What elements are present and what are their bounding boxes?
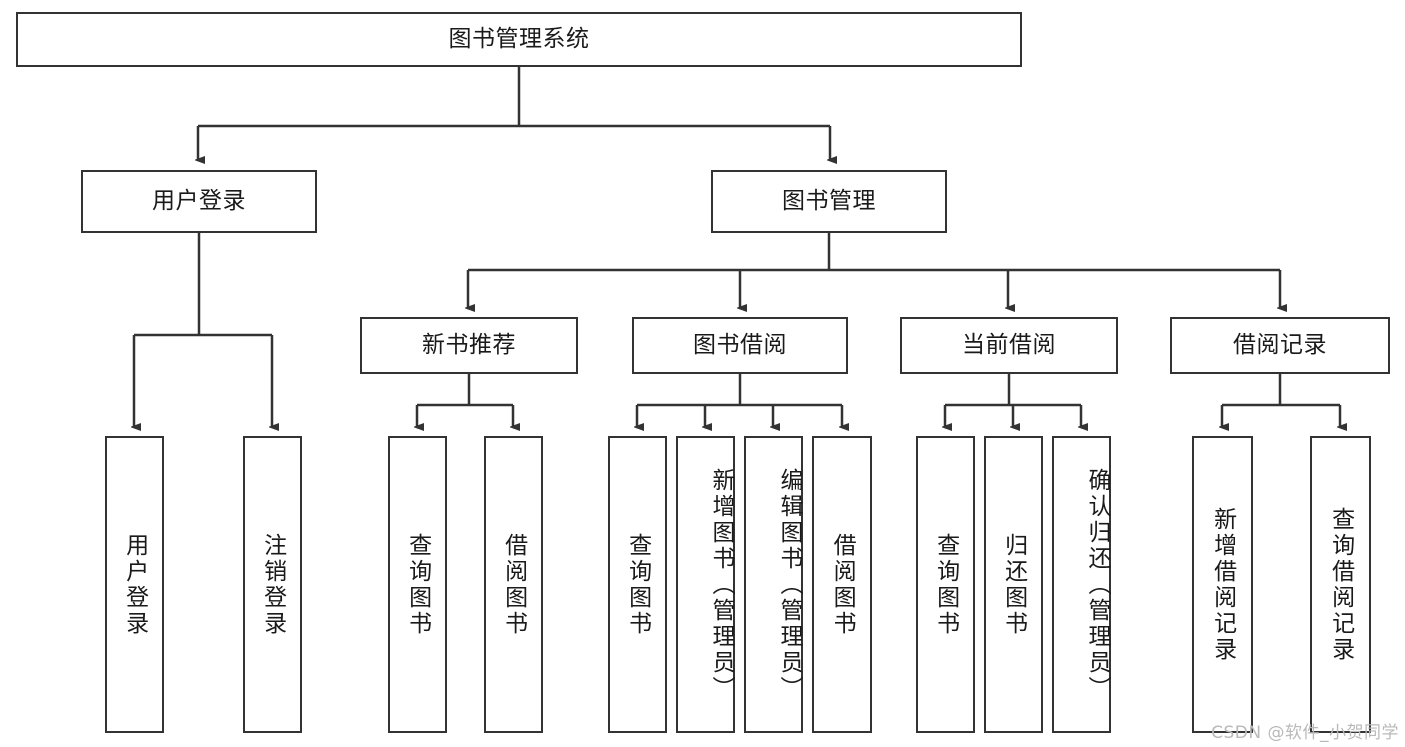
csdn-watermark: CSDN @软件_小贺同学 <box>1211 723 1399 743</box>
node-user-login[interactable]: 用户登录 <box>81 170 317 233</box>
leaf-query-borrow-record[interactable]: 查询借阅记录 <box>1310 436 1371 733</box>
leaf-borrow-book[interactable]: 借阅图书 <box>812 436 872 733</box>
node-book-borrow[interactable]: 图书借阅 <box>632 317 848 374</box>
leaf-add-borrow-record[interactable]: 新增借阅记录 <box>1192 436 1253 733</box>
leaf-query-book-current[interactable]: 查询图书 <box>916 436 975 733</box>
leaf-query-book-recommend[interactable]: 查询图书 <box>388 436 447 733</box>
node-borrow-record[interactable]: 借阅记录 <box>1170 317 1390 374</box>
leaf-return-book[interactable]: 归还图书 <box>984 436 1043 733</box>
leaf-add-book-admin[interactable]: 新增图书（管理员） <box>676 436 735 733</box>
node-current-borrow[interactable]: 当前借阅 <box>900 317 1118 374</box>
leaf-query-book[interactable]: 查询图书 <box>608 436 667 733</box>
leaf-borrow-book-recommend[interactable]: 借阅图书 <box>484 436 543 733</box>
node-new-book-recommend[interactable]: 新书推荐 <box>360 317 578 374</box>
leaf-edit-book-admin[interactable]: 编辑图书（管理员） <box>744 436 803 733</box>
leaf-user-login[interactable]: 用户登录 <box>105 436 164 733</box>
leaf-confirm-return-admin[interactable]: 确认归还（管理员） <box>1052 436 1111 733</box>
node-book-manage[interactable]: 图书管理 <box>711 170 947 233</box>
leaf-user-logout[interactable]: 注销登录 <box>243 436 302 733</box>
node-root[interactable]: 图书管理系统 <box>16 12 1022 67</box>
